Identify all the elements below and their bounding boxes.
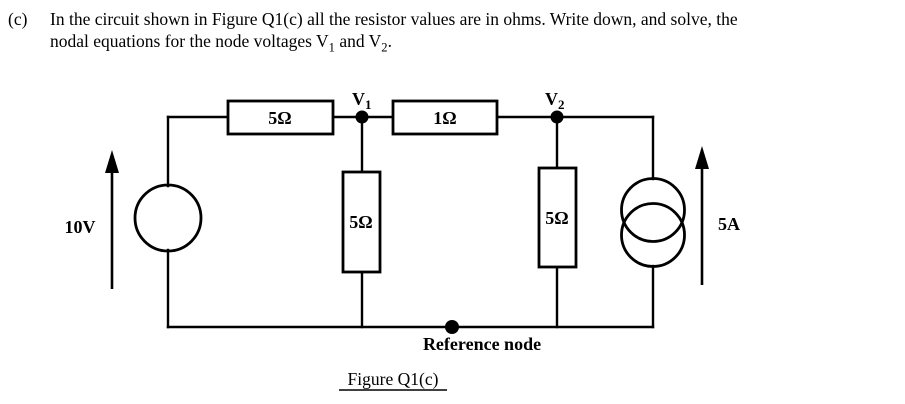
resistor-top-left-label: 5Ω <box>268 108 291 128</box>
voltage-arrow-head <box>105 150 119 173</box>
question-body: In the circuit shown in Figure Q1(c) all… <box>50 8 898 55</box>
question-line1: In the circuit shown in Figure Q1(c) all… <box>50 9 738 29</box>
v2-subscript: 2 <box>381 40 388 55</box>
resistor-v1-branch-body <box>341 170 382 274</box>
voltage-source-circle <box>133 183 203 253</box>
node-v2-dot <box>550 110 564 124</box>
reference-node-label: Reference node <box>423 334 541 354</box>
question-line2-text: nodal equations for the node voltages V <box>50 31 329 51</box>
v1-subscript: 1 <box>328 40 335 55</box>
resistor-top-mid-body <box>391 99 499 136</box>
node-v2-base: V <box>545 89 558 109</box>
reference-node-dot <box>445 320 459 334</box>
current-source-circle-top <box>620 177 686 243</box>
question-text: (c) In the circuit shown in Figure Q1(c)… <box>8 8 898 55</box>
node-v1-label: V1 <box>352 89 372 112</box>
figure-caption: Figure Q1(c) <box>348 369 439 389</box>
resistor-v2-branch-body <box>537 166 578 269</box>
question-line2: nodal equations for the node voltages V1… <box>50 30 898 55</box>
current-source-circle-bottom <box>620 202 686 268</box>
node-v2-sub: 2 <box>558 97 565 112</box>
node-v1-sub: 1 <box>365 97 372 112</box>
current-arrow-icon <box>695 146 709 285</box>
voltage-source-label: 10V <box>65 217 96 237</box>
question-number: (c) <box>8 9 28 29</box>
node-v1-base: V <box>352 89 365 109</box>
current-arrow-head <box>695 146 709 169</box>
resistor-top-mid-label: 1Ω <box>433 108 456 128</box>
question-line2-end: . <box>387 31 392 51</box>
resistor-top-left-body <box>226 99 335 136</box>
resistor-v1-branch-label: 5Ω <box>349 212 372 232</box>
node-v2-label: V2 <box>545 89 565 112</box>
resistor-v2-branch-label: 5Ω <box>545 208 568 228</box>
node-v1-dot <box>355 110 369 124</box>
voltage-arrow-icon <box>105 150 119 289</box>
current-source-label: 5A <box>718 214 740 234</box>
question-line2-mid: and V <box>334 31 382 51</box>
